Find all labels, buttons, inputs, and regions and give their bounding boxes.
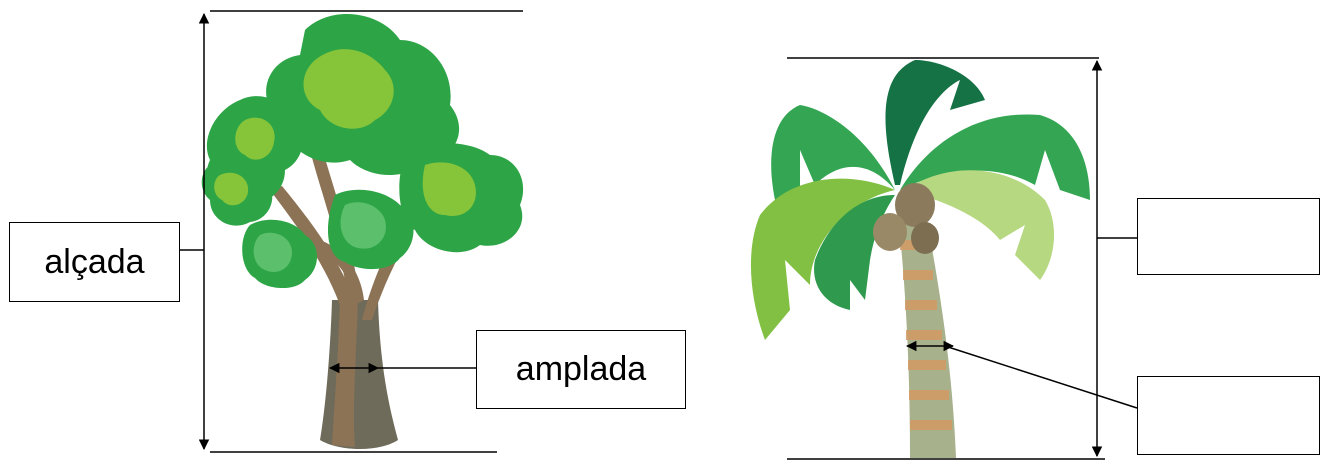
tree-width-label: amplada [515, 350, 647, 388]
palm-width-answer-box[interactable] [1137, 376, 1320, 455]
tree-height-label: alçada [44, 242, 145, 281]
palm-frond-right-top [900, 114, 1090, 200]
tree-trunk [320, 300, 398, 449]
coconut [873, 213, 907, 251]
tree-width-label-box: amplada [476, 330, 686, 409]
coconut [911, 222, 939, 254]
tree-illustration [201, 13, 524, 449]
tree-height-label-box: alçada [9, 222, 180, 302]
coconut [895, 183, 935, 227]
palm-frond-top-dark [885, 60, 985, 185]
palm-width-connector [944, 345, 1138, 409]
palm-frond-right-pale [905, 170, 1055, 280]
palm-height-answer-box[interactable] [1137, 198, 1320, 275]
palm-frond-left-light [750, 178, 895, 340]
palm-frond-left-top [771, 105, 895, 200]
palm-illustration [750, 60, 1090, 458]
